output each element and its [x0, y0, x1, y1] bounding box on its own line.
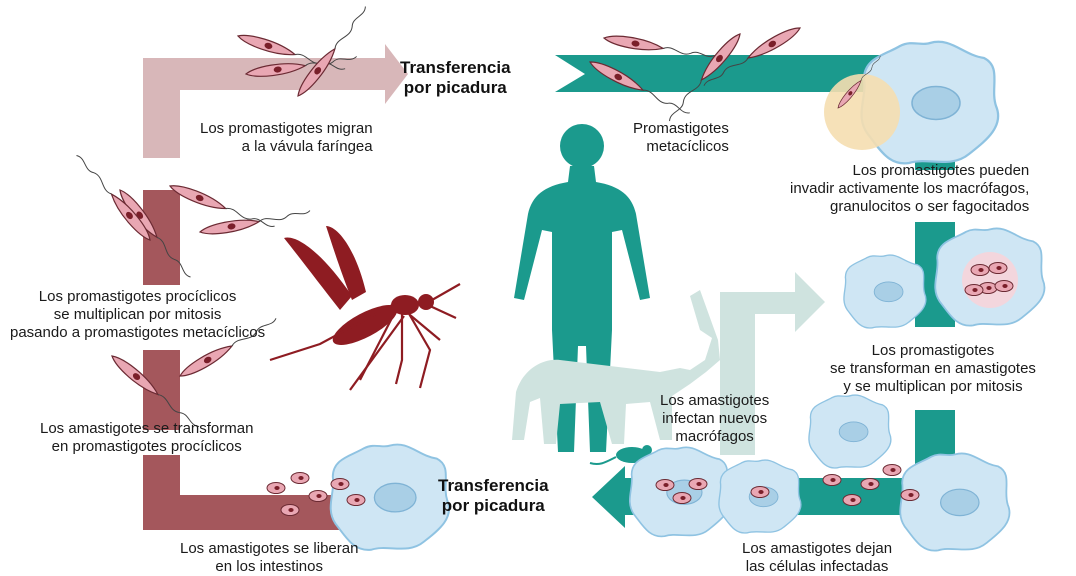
- transfer-bottom-line1: Transferencia: [438, 476, 549, 496]
- label-metaciclicos: Promastigotes metacíclicos: [633, 120, 729, 156]
- label-prociclicos-line2: se multiplican por mitosis: [10, 306, 265, 324]
- label-liberan: Los amastigotes se liberan en los intest…: [180, 540, 358, 576]
- label-prociclicos-line3: pasando a promastigotes metacíclicos: [10, 324, 265, 342]
- label-amastigotes-transforman-line2: en promastigotes procíclicos: [40, 438, 253, 456]
- label-invadir-line1: Los promastigotes pueden: [790, 162, 1029, 180]
- label-amastigotes-transforman-line1: Los amastigotes se transforman: [40, 420, 253, 438]
- label-metaciclicos-line1: Promastigotes: [633, 120, 729, 138]
- transfer-top-line1: Transferencia: [400, 58, 511, 78]
- label-transforman-amastigotes-line2: se transforman en amastigotes: [830, 360, 1036, 378]
- label-prociclicos-line1: Los promastigotes procíclicos: [10, 288, 265, 306]
- sandfly-icon: [270, 226, 460, 390]
- label-metaciclicos-line2: metacíclicos: [633, 138, 729, 156]
- label-amastigotes-transforman: Los amastigotes se transforman en promas…: [40, 420, 253, 456]
- promastigotes-left: [74, 151, 311, 282]
- label-migran-line1: Los promastigotes migran: [200, 120, 373, 138]
- label-invadir-line3: granulocitos o ser fagocitados: [790, 198, 1029, 216]
- label-infectan-line3: macrófagos: [660, 428, 769, 446]
- label-dejan-line2: las células infectadas: [742, 558, 892, 576]
- label-liberan-line1: Los amastigotes se liberan: [180, 540, 358, 558]
- label-liberan-line2: en los intestinos: [180, 558, 358, 576]
- transfer-top-line2: por picadura: [400, 78, 511, 98]
- label-infectan-line1: Los amastigotes: [660, 392, 769, 410]
- label-prociclicos: Los promastigotes procíclicos se multipl…: [10, 288, 265, 342]
- label-migran: Los promastigotes migran a la vávula far…: [200, 120, 373, 156]
- label-migran-line2: a la vávula faríngea: [200, 138, 373, 156]
- label-dejan: Los amastigotes dejan las células infect…: [742, 540, 892, 576]
- transfer-bottom-label: Transferencia por picadura: [438, 476, 549, 516]
- label-transforman-amastigotes: Los promastigotes se transforman en amas…: [830, 342, 1036, 396]
- label-dejan-line1: Los amastigotes dejan: [742, 540, 892, 558]
- infected-cells-bottom: [267, 395, 1010, 551]
- label-infectan-line2: infectan nuevos: [660, 410, 769, 428]
- transfer-top-label: Transferencia por picadura: [400, 58, 511, 98]
- label-transforman-amastigotes-line1: Los promastigotes: [830, 342, 1036, 360]
- transfer-bottom-line2: por picadura: [438, 496, 549, 516]
- label-transforman-amastigotes-line3: y se multiplican por mitosis: [830, 378, 1036, 396]
- label-infectan: Los amastigotes infectan nuevos macrófag…: [660, 392, 769, 446]
- label-invadir-line2: invadir activamente los macrófagos,: [790, 180, 1029, 198]
- label-invadir: Los promastigotes pueden invadir activam…: [790, 162, 1029, 216]
